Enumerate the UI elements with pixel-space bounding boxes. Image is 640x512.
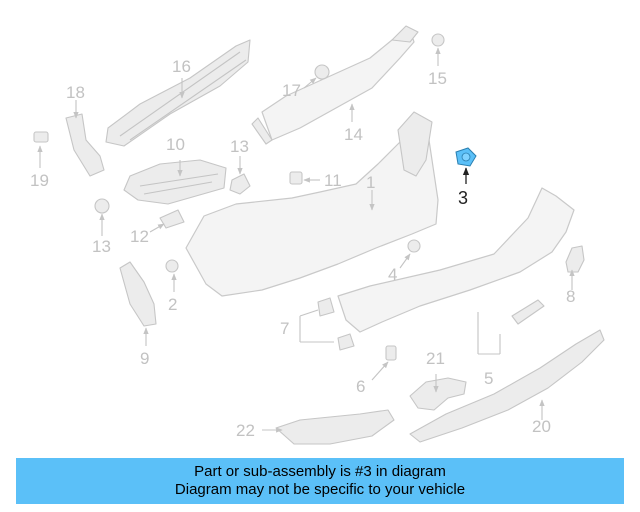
info-banner: Part or sub-assembly is #3 in diagram Di… [16, 458, 624, 504]
part-bumper-cover [185, 111, 439, 297]
callout-10: 10 [166, 135, 185, 154]
callout-14: 14 [344, 125, 363, 144]
callout-12: 12 [130, 227, 149, 246]
callout-15: 15 [428, 69, 447, 88]
callout-4: 4 [388, 265, 397, 284]
part-energy-absorber [105, 39, 251, 147]
leader-lines [37, 47, 575, 433]
callout-20: 20 [532, 417, 551, 436]
callout-21: 21 [426, 349, 445, 368]
callout-16: 16 [172, 57, 191, 76]
callout-5: 5 [484, 369, 493, 388]
callout-8: 8 [566, 287, 575, 306]
callout-7: 7 [280, 319, 289, 338]
part-diffuser [409, 329, 605, 443]
callout-labels: 1 2 3 4 5 6 7 8 9 10 11 12 13 13 14 15 1… [30, 57, 575, 440]
callout-6: 6 [356, 377, 365, 396]
callout-17: 17 [282, 81, 301, 100]
callout-18: 18 [66, 83, 85, 102]
callout-11: 11 [324, 171, 342, 190]
part-lower-bracket [409, 377, 467, 411]
part-reflector [275, 409, 395, 445]
part-lower-valance [337, 187, 575, 333]
callout-9: 9 [140, 349, 149, 368]
parts-diagram: 1 2 3 4 5 6 7 8 9 10 11 12 13 13 14 15 1… [30, 25, 605, 445]
callout-13-upper: 13 [230, 137, 249, 156]
callout-22: 22 [236, 421, 255, 440]
banner-line-2: Diagram may not be specific to your vehi… [174, 481, 466, 498]
callout-3: 3 [458, 188, 468, 208]
part-side-trim [119, 261, 157, 327]
part-reinforcement-beam [251, 25, 419, 145]
part-side-bracket [65, 113, 105, 177]
callout-19: 19 [30, 171, 49, 190]
part-trim-ring [565, 245, 585, 273]
banner-line-1: Part or sub-assembly is #3 in diagram [194, 463, 446, 480]
callout-13-lower: 13 [92, 237, 111, 256]
part-3-clip-highlighted[interactable] [455, 147, 477, 167]
callout-2: 2 [168, 295, 177, 314]
part-guide-bracket [123, 159, 227, 205]
callout-1: 1 [366, 173, 375, 192]
